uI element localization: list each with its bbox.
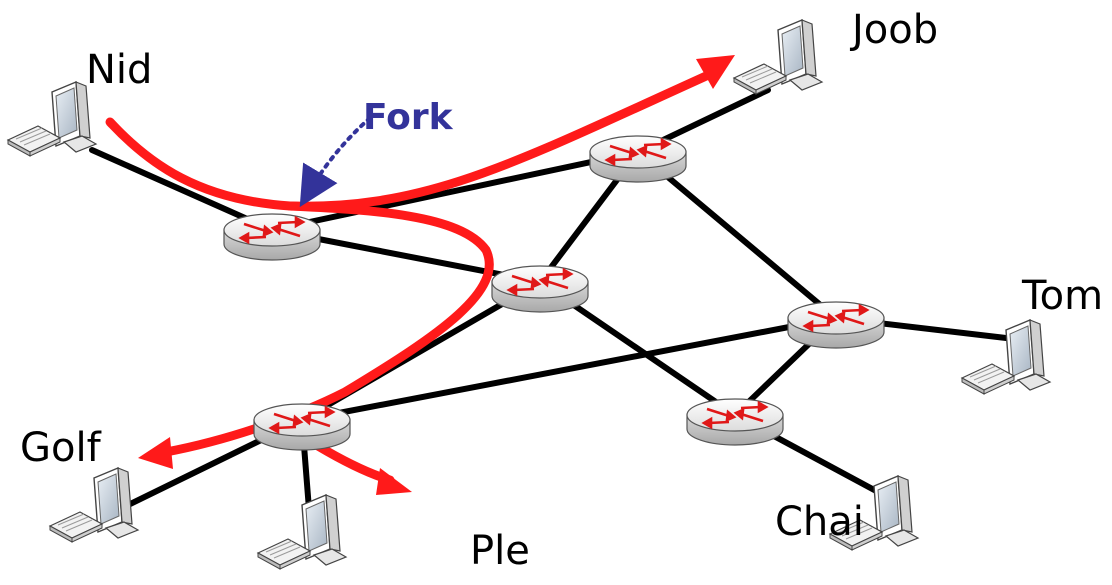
host-label-ple: Ple [470, 528, 530, 574]
multicast-arrowheads [138, 55, 735, 495]
host-label-chai: Chai [775, 499, 864, 545]
arrowhead-to-ple [376, 468, 412, 495]
router-icon [685, 397, 785, 447]
router-icon [786, 300, 886, 350]
desktop-computer-icon [257, 494, 347, 570]
host-label-golf: Golf [20, 425, 101, 471]
host-label-joob: Joob [852, 7, 939, 53]
arrowhead-to-joob [696, 55, 735, 89]
router-icon [222, 212, 322, 262]
desktop-computer-icon [7, 81, 97, 157]
desktop-computer-icon [49, 467, 139, 543]
router-icon [588, 134, 688, 184]
desktop-computer-icon [961, 319, 1051, 395]
link-nid-r1 [89, 147, 275, 233]
arrowhead-to-golf [138, 437, 173, 469]
host-label-nid: Nid [86, 47, 153, 93]
host-label-tom: Tom [1022, 273, 1104, 319]
fork-pointer-arrow [299, 116, 372, 208]
desktop-computer-icon [733, 19, 823, 95]
link-r1-r4 [269, 149, 641, 233]
path-nid-to-fork [105, 117, 295, 211]
router-icon [490, 264, 590, 314]
fork-annotation: Fork [363, 97, 453, 138]
link-r4-r5 [635, 149, 839, 321]
link-r5-r3 [299, 315, 839, 423]
router-icon [252, 402, 352, 452]
